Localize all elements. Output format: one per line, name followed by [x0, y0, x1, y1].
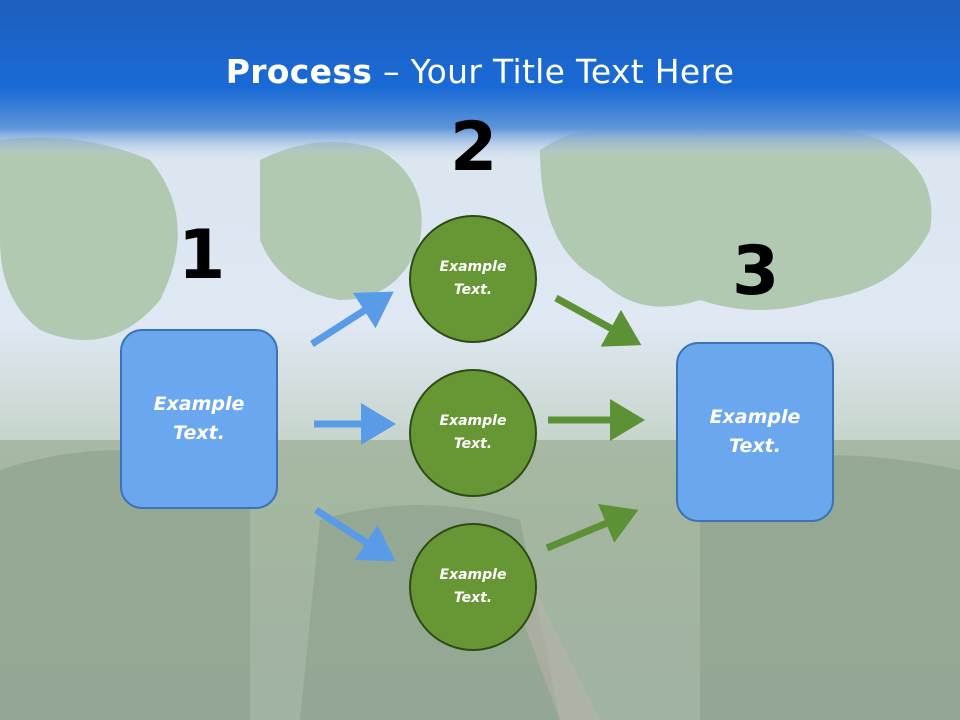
middle-circle-bottom: Example Text. — [409, 523, 537, 651]
end-box: Example Text. — [676, 342, 834, 522]
start-box: Example Text. — [120, 329, 278, 509]
middle-circle-top: Example Text. — [409, 215, 537, 343]
arrow-start-to-bottom — [314, 507, 396, 562]
title-rest: – Your Title Text Here — [372, 52, 735, 91]
step-number-1: 1 — [178, 216, 226, 295]
arrow-bottom-to-end — [545, 504, 639, 552]
arrow-start-to-top — [310, 291, 394, 347]
arrow-top-to-end — [554, 294, 642, 347]
step-number-3: 3 — [732, 232, 780, 311]
slide-title: Process – Your Title Text Here — [0, 52, 960, 91]
step-number-2: 2 — [450, 108, 498, 187]
middle-circle-center: Example Text. — [409, 369, 537, 497]
title-bold: Process — [225, 52, 373, 91]
